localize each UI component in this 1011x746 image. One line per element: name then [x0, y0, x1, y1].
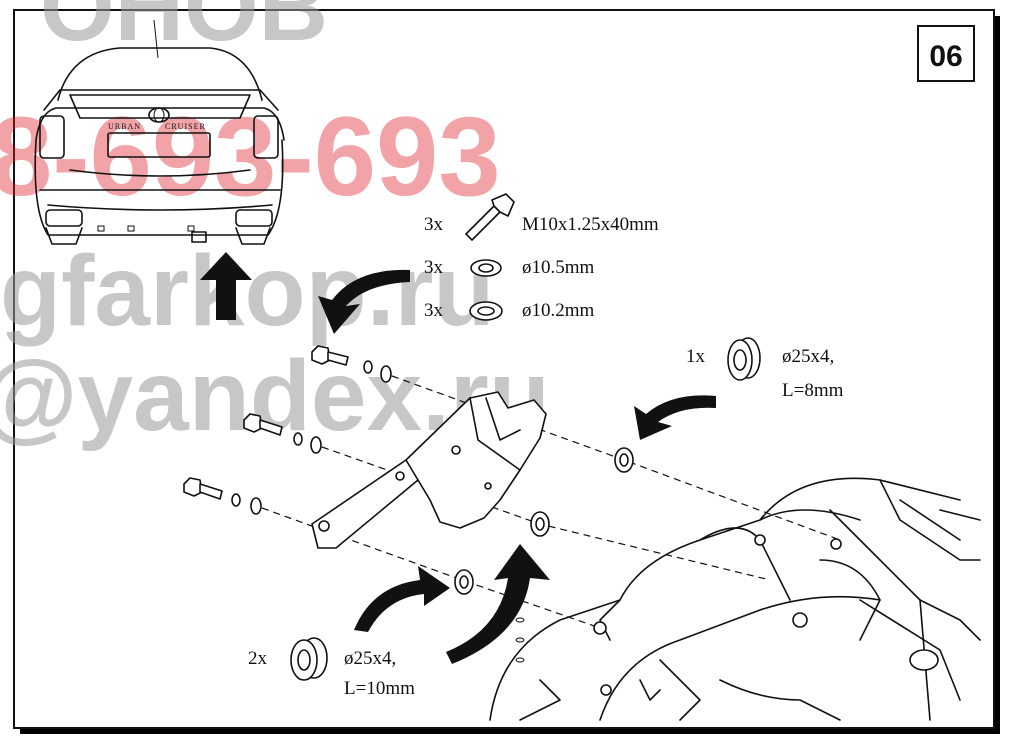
- car-rear-illustration: URBAN CRUISER: [34, 19, 285, 245]
- bolt-label: M10x1.25x40mm: [522, 214, 659, 235]
- watermark-line-3: gfarkop.ru: [0, 235, 494, 347]
- curved-arrow-spacer-lower-left-icon: [354, 566, 450, 632]
- spring-washer-qty: 3x: [424, 257, 444, 278]
- spacer-upper-qty: 1x: [686, 346, 706, 367]
- spring-washer-icon: [470, 259, 502, 277]
- spring-washer-label: ø10.5mm: [522, 257, 595, 278]
- bolt-set-top: [311, 345, 392, 383]
- towbar-bracket: [311, 391, 547, 549]
- flat-washer-icon: [469, 301, 503, 321]
- spacer-upper-line1: ø25x4,: [782, 346, 834, 367]
- watermark-line-1: ОНОВ: [40, 0, 328, 61]
- spacer-lower-qty: 2x: [248, 648, 268, 669]
- flat-washer-label: ø10.2mm: [522, 300, 595, 321]
- bolt-qty: 3x: [424, 214, 444, 235]
- curved-arrow-spacer-upper-icon: [634, 395, 716, 440]
- hardware-flat-washer-row: 3x ø10.2mm: [424, 300, 595, 321]
- spacer-icon: [290, 637, 328, 681]
- spacer-icon: [727, 337, 761, 381]
- watermark-line-2: 8-693-693: [0, 94, 501, 219]
- vehicle-chassis: [489, 477, 981, 721]
- spacer-upper-line2: L=8mm: [782, 380, 844, 401]
- hardware-spring-washer-row: 3x ø10.5mm: [424, 257, 595, 278]
- spacer-bottom-assembly: [454, 569, 474, 595]
- flat-washer-qty: 3x: [424, 300, 444, 321]
- badge-right: CRUISER: [165, 122, 206, 131]
- bolt-icon: [465, 193, 515, 241]
- bolt-set-bottom: [183, 477, 262, 515]
- spacer-middle-assembly: [530, 511, 550, 537]
- hardware-list: 3x M10x1.25x40mm 3x ø10.5mm 3x ø10.2mm: [424, 193, 659, 321]
- hardware-bolt-row: 3x M10x1.25x40mm: [424, 193, 659, 241]
- curved-arrow-spacer-lower-right-icon: [446, 544, 550, 664]
- step-number: 06: [929, 40, 962, 73]
- bolt-set-middle: [243, 413, 322, 454]
- badge-left: URBAN: [108, 122, 141, 131]
- up-arrow-icon: [200, 252, 252, 320]
- spacer-lower-line1: ø25x4,: [344, 648, 396, 669]
- spacer-lower-callout: 2x ø25x4, L=10mm: [248, 637, 415, 699]
- curved-arrow-bolts-icon: [318, 269, 410, 334]
- spacer-lower-line2: L=10mm: [344, 678, 415, 699]
- step-number-box: 06: [917, 25, 975, 82]
- spacer-top-assembly: [614, 447, 634, 473]
- spacer-upper-callout: 1x ø25x4, L=8mm: [686, 337, 844, 401]
